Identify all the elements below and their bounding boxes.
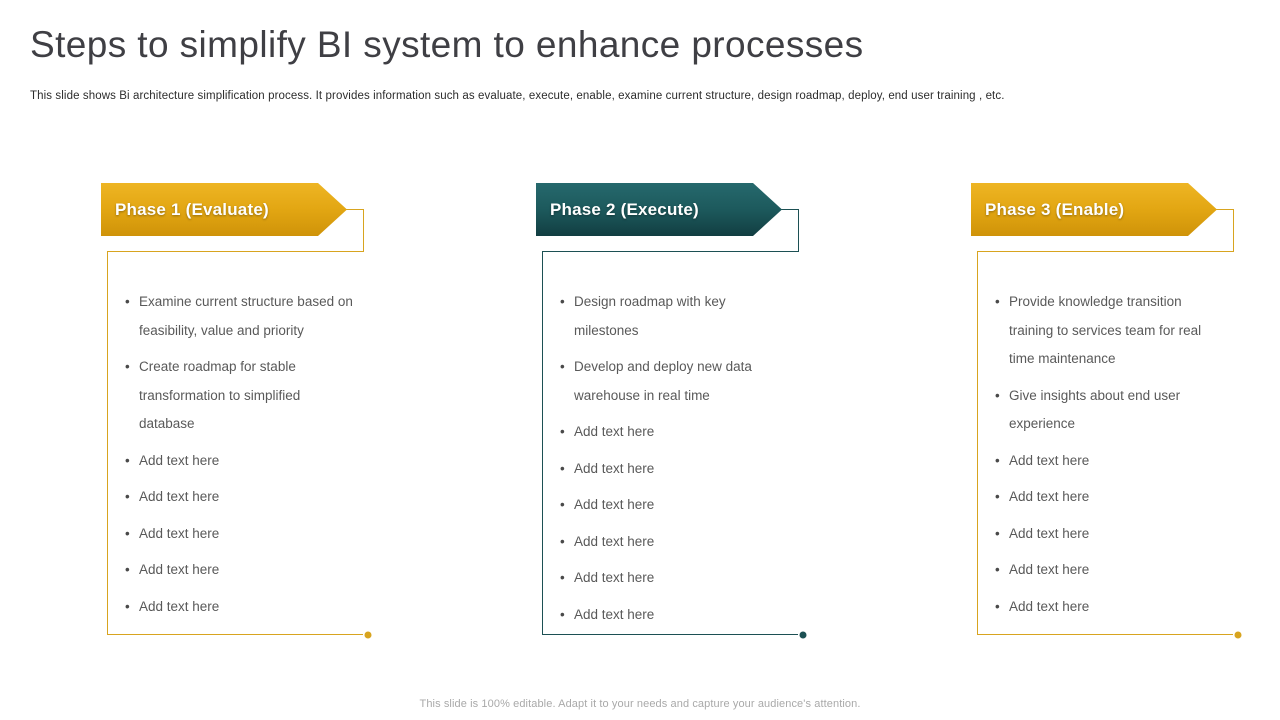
phase-3-column: Phase 3 (Enable) Provide knowledge trans… [971,183,1251,653]
bullet-item: Add text here [123,556,355,585]
footer-note: This slide is 100% editable. Adapt it to… [419,698,861,710]
bullet-item: Add text here [123,447,355,476]
connector-dot [364,631,372,639]
bullet-item: Provide knowledge transition training to… [993,288,1225,374]
bullet-item: Add text here [558,601,790,630]
bullet-item: Add text here [558,528,790,557]
phase-1-banner-label: Phase 1 (Evaluate) [115,199,269,219]
phase-2-content-box: Design roadmap with key milestones Devel… [542,251,798,635]
phase-3-banner-label: Phase 3 (Enable) [985,199,1125,219]
bullet-item: Add text here [123,520,355,549]
connector-dot [1234,631,1242,639]
bullet-item: Add text here [558,418,790,447]
bullet-item: Add text here [993,593,1225,622]
phase-1-bullet-list: Examine current structure based on feasi… [108,252,363,621]
phase-1-banner: Phase 1 (Evaluate) [101,183,347,236]
phase-1-column: Phase 1 (Evaluate) Examine current struc… [101,183,381,653]
bullet-item: Add text here [993,447,1225,476]
bullet-item: Add text here [993,483,1225,512]
bullet-item: Design roadmap with key milestones [558,288,790,345]
bullet-item: Give insights about end user experience [993,382,1225,439]
page-title: Steps to simplify BI system to enhance p… [30,24,864,65]
phase-3-bullet-list: Provide knowledge transition training to… [978,252,1233,621]
phase-2-column: Phase 2 (Execute) Design roadmap with ke… [536,183,816,653]
slide-subtitle: This slide shows Bi architecture simplif… [30,90,1005,102]
phase-3-banner: Phase 3 (Enable) [971,183,1217,236]
phase-2-banner: Phase 2 (Execute) [536,183,782,236]
phase-1-content-box: Examine current structure based on feasi… [107,251,363,635]
bullet-item: Add text here [558,564,790,593]
phase-2-banner-label: Phase 2 (Execute) [550,199,699,219]
bullet-item: Create roadmap for stable transformation… [123,353,355,439]
phase-2-bullet-list: Design roadmap with key milestones Devel… [543,252,798,629]
bullet-item: Add text here [123,483,355,512]
bullet-item: Examine current structure based on feasi… [123,288,355,345]
phase-3-content-box: Provide knowledge transition training to… [977,251,1233,635]
bullet-item: Add text here [993,520,1225,549]
bullet-item: Add text here [558,455,790,484]
bullet-item: Add text here [993,556,1225,585]
connector-dot [799,631,807,639]
bullet-item: Develop and deploy new data warehouse in… [558,353,790,410]
bullet-item: Add text here [558,491,790,520]
bullet-item: Add text here [123,593,355,622]
